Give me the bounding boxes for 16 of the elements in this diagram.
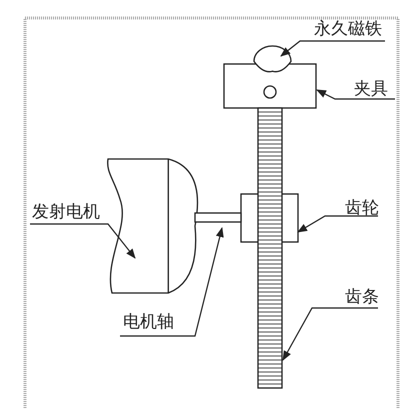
part-label: 齿轮 <box>345 198 379 218</box>
leader-line <box>316 89 395 100</box>
leader-line <box>282 307 378 361</box>
leader-line <box>280 40 385 57</box>
permanent-magnet <box>253 45 292 72</box>
part-label: 齿条 <box>345 287 379 307</box>
part-label: 电机轴 <box>123 312 174 332</box>
motor-shaft <box>194 212 242 223</box>
motor <box>107 158 198 294</box>
part-label: 夹具 <box>354 79 388 99</box>
leader-line <box>297 215 378 233</box>
leader-line <box>30 223 136 259</box>
gear-rack <box>257 107 283 389</box>
leader-line <box>120 227 224 337</box>
part-label: 永久磁铁 <box>314 19 382 39</box>
part-label: 发射电机 <box>32 202 100 222</box>
